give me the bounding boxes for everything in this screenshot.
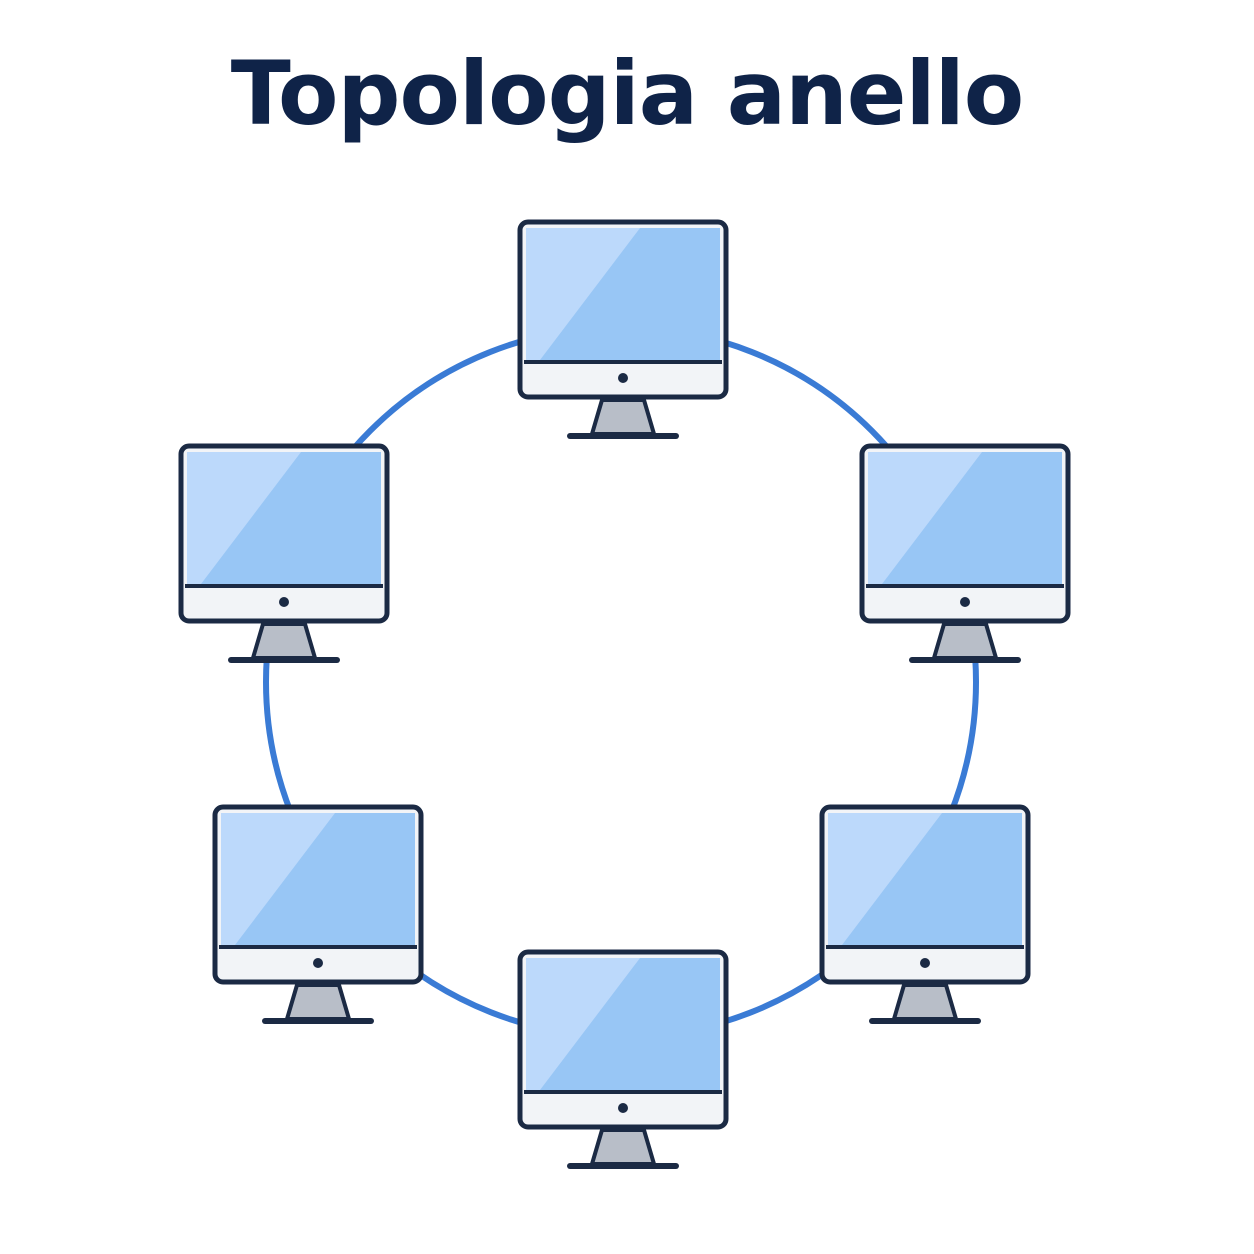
monitor-icon-6 — [181, 446, 387, 660]
monitor-icon-2 — [862, 446, 1068, 660]
diagram-title: Topologia anello — [230, 42, 1025, 145]
monitor-icon-5 — [215, 807, 421, 1021]
monitor-icon-1 — [520, 222, 726, 436]
monitor-icon-4 — [520, 952, 726, 1166]
monitor-icon-3 — [822, 807, 1028, 1021]
